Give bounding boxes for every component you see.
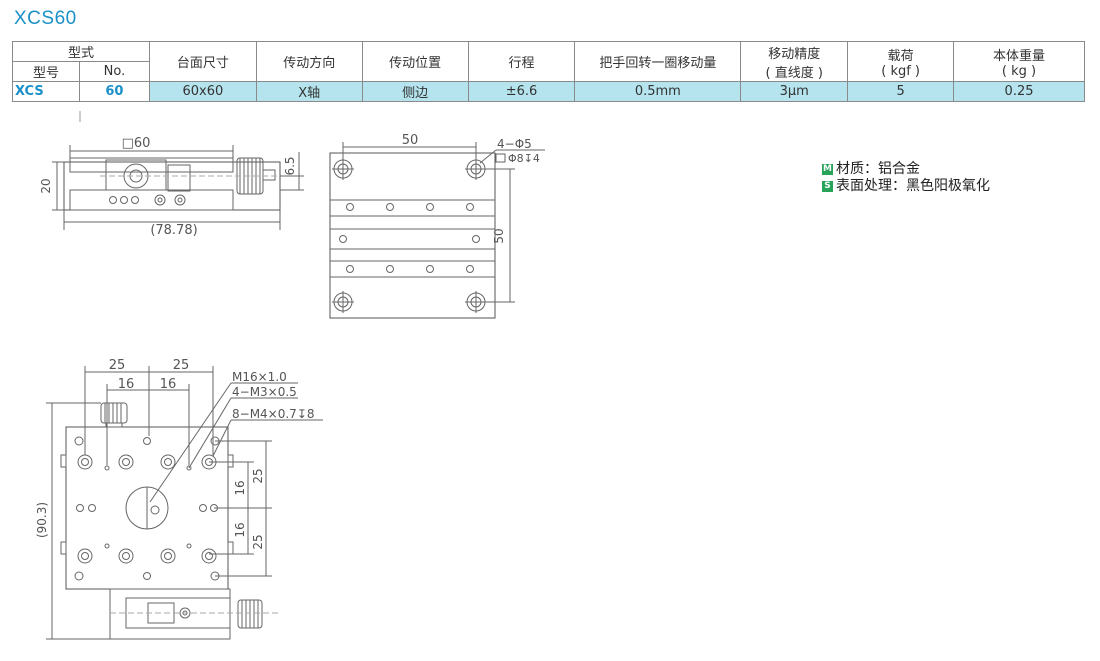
cell-size: 60x60 (148, 81, 257, 102)
dim-top-width: 50 (402, 133, 419, 148)
dim-side-height: 20 (39, 178, 53, 193)
thread-m16: M16×1.0 (232, 370, 287, 384)
table-row: XCS 60 60x60 X轴 侧边 ±6.6 0.5mm 3μm 5 0.25 (12, 81, 1085, 102)
cell-per-turn: 0.5mm (574, 81, 742, 102)
dim-side-offset: 6.5 (283, 156, 297, 175)
header-weight: 本体重量( kg ) (953, 41, 1085, 82)
thread-m4: 8−M4×0.7↧8 (232, 407, 315, 421)
dim-top-height: 50 (492, 228, 506, 243)
dim-right-16-a: 16 (233, 480, 247, 495)
material-text: 材质：铝合金 (836, 161, 920, 177)
top-view-drawing (329, 142, 545, 319)
dim-right-16-b: 16 (233, 522, 247, 537)
surface-text: 表面处理：黑色阳极氧化 (836, 178, 990, 194)
dim-side-overall: (78.78) (150, 223, 197, 238)
cell-accuracy: 3μm (740, 81, 849, 102)
cell-travel: ±6.6 (467, 81, 576, 102)
header-size: 台面尺寸 (148, 41, 257, 82)
header-position: 传动位置 (361, 41, 469, 82)
dim-front-25-b: 25 (173, 358, 190, 373)
cell-model: XCS (12, 81, 80, 102)
page-title: XCS60 (14, 8, 77, 29)
spec-notes: M 材质：铝合金 S 表面处理：黑色阳极氧化 (822, 161, 990, 195)
dim-front-25-a: 25 (109, 358, 126, 373)
header-per-turn: 把手回转一圈移动量 (574, 41, 742, 82)
dim-front-16-b: 16 (160, 377, 177, 392)
cell-weight: 0.25 (953, 81, 1085, 102)
spec-table: 型式 台面尺寸 传动方向 传动位置 行程 把手回转一圈移动量 移动精度( 直线度… (12, 41, 1085, 102)
material-badge-icon: M (822, 164, 833, 175)
front-view-drawing (46, 366, 323, 640)
dim-top-holes: 4−Φ5 (497, 137, 532, 151)
note-surface: S 表面处理：黑色阳极氧化 (822, 178, 990, 195)
dim-top-counterbore: Φ8↧4 (508, 152, 540, 165)
cell-no: 60 (78, 81, 150, 102)
dim-side-width: □60 (122, 136, 151, 151)
side-view-drawing (52, 111, 304, 230)
note-material: M 材质：铝合金 (822, 161, 990, 178)
cell-position: 侧边 (361, 81, 469, 102)
header-travel: 行程 (467, 41, 576, 82)
cell-direction: X轴 (255, 81, 363, 102)
dim-front-16-a: 16 (118, 377, 135, 392)
dim-right-25-a: 25 (251, 468, 265, 483)
surface-badge-icon: S (822, 181, 833, 192)
thread-m3: 4−M3×0.5 (232, 385, 297, 399)
header-direction: 传动方向 (255, 41, 363, 82)
dim-front-overall: (90.3) (35, 502, 49, 538)
header-accuracy: 移动精度( 直线度 ) (740, 41, 849, 82)
dim-right-25-b: 25 (251, 534, 265, 549)
cell-load: 5 (847, 81, 955, 102)
